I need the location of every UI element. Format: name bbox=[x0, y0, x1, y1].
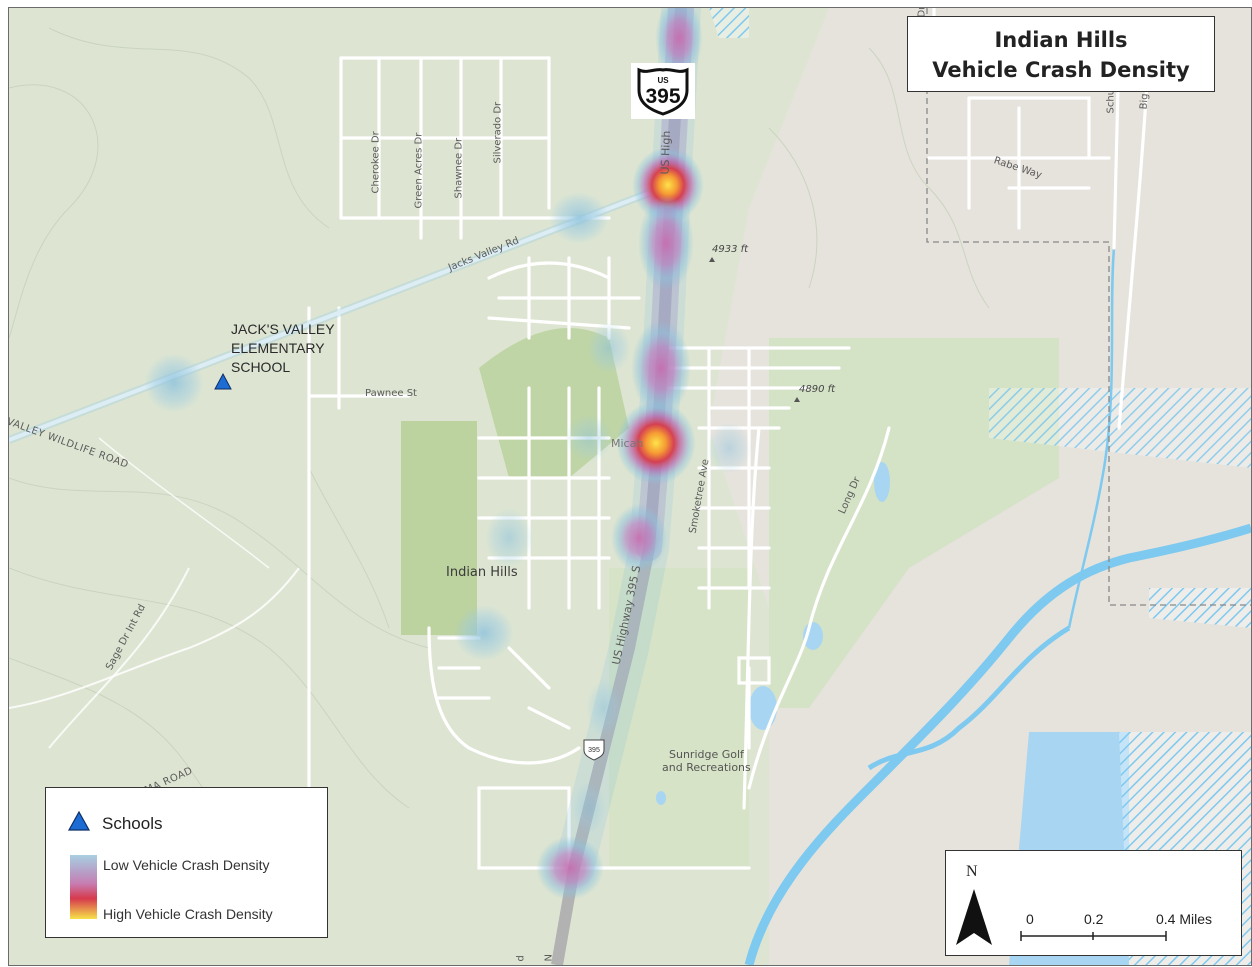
place-label-indian-hills: Indian Hills bbox=[446, 565, 518, 580]
place-label-golf-2: and Recreations bbox=[662, 761, 751, 774]
hotspot-central-upper bbox=[631, 320, 691, 416]
jacks-valley-road bbox=[9, 191, 650, 442]
park-area bbox=[401, 421, 477, 635]
road-label-silverado: Silverado Dr bbox=[492, 101, 504, 164]
shield-number: 395 bbox=[645, 85, 680, 108]
hotspot-south-junction bbox=[536, 836, 604, 900]
scale-north-box: N 0 0.2 0.4 Miles bbox=[945, 850, 1242, 956]
wetland-hatch-3 bbox=[709, 8, 749, 38]
hotspot-below-junction bbox=[638, 195, 694, 291]
legend-school-triangle-icon bbox=[67, 810, 91, 831]
jacks-valley-corridor bbox=[9, 189, 651, 444]
road-label-green-acres: Green Acres Dr bbox=[413, 132, 425, 209]
crash-density-hotspots bbox=[144, 8, 751, 900]
sage-dr bbox=[48, 567, 190, 749]
hotspot-greenbelt bbox=[587, 322, 631, 374]
city-boundary bbox=[926, 8, 1251, 606]
hotspot-central-east bbox=[707, 422, 751, 474]
road-label-cherokee: Cherokee Dr bbox=[370, 131, 382, 194]
legend: Schools Low Vehicle Crash Density High V… bbox=[45, 787, 328, 938]
legend-density-ramp bbox=[70, 855, 97, 919]
wetland-hatch-4 bbox=[1149, 588, 1251, 628]
road-label-edge-d: d bbox=[515, 955, 527, 962]
north-arrow-icon bbox=[956, 889, 992, 945]
scale-tick-04: 0.4 Miles bbox=[1156, 911, 1213, 927]
hotspot-west-residential bbox=[485, 508, 533, 568]
us-395-shield: US 395 bbox=[631, 63, 695, 119]
wma-road bbox=[9, 567, 300, 709]
hotspot-jacks-valley-west bbox=[144, 353, 204, 413]
school-label-line2: ELEMENTARY bbox=[231, 340, 325, 356]
title-line-1: Indian Hills bbox=[994, 28, 1128, 52]
scale-tick-0: 0 bbox=[1026, 911, 1034, 927]
scale-bar bbox=[1020, 931, 1167, 941]
hotspot-jacks-valley-mid bbox=[549, 192, 609, 244]
us-shield-icon: US 395 bbox=[637, 67, 689, 116]
hotspot-south-hwy-2 bbox=[573, 782, 605, 834]
small-us-395-shield-icon: 395 bbox=[583, 739, 605, 761]
creek bbox=[1067, 247, 1116, 629]
shield-top-text: US bbox=[657, 76, 669, 85]
hotspot-south-hwy bbox=[586, 680, 622, 736]
carson-river bbox=[744, 523, 1251, 965]
hotspot-micah bbox=[616, 401, 696, 485]
school-triangle-icon[interactable] bbox=[214, 372, 232, 390]
legend-schools-label: Schools bbox=[102, 814, 163, 833]
pond-4 bbox=[656, 791, 666, 805]
elevation-label-4933: 4933 ft bbox=[712, 244, 749, 255]
hotspot-central-west bbox=[565, 414, 613, 462]
road-label-edge-n: N bbox=[543, 954, 555, 962]
legend-low-label: Low Vehicle Crash Density bbox=[103, 857, 270, 873]
golf-area bbox=[609, 568, 749, 868]
pond-3 bbox=[874, 462, 890, 502]
river-branch bbox=[867, 625, 1071, 771]
legend-high-label: High Vehicle Crash Density bbox=[103, 906, 273, 922]
road-label-us-high: US High bbox=[658, 130, 674, 175]
school-label: JACK'S VALLEY ELEMENTARY SCHOOL bbox=[231, 320, 335, 377]
road-label-pawnee: Pawnee St bbox=[365, 388, 417, 399]
scale-tick-02: 0.2 bbox=[1084, 911, 1104, 927]
road-label-shawnee: Shawnee Dr bbox=[453, 137, 465, 199]
elevation-marker-icon bbox=[794, 397, 800, 402]
map-title-box: Indian Hills Vehicle Crash Density bbox=[907, 16, 1215, 92]
road-network bbox=[307, 8, 1151, 910]
elevation-label-4890: 4890 ft bbox=[799, 384, 836, 395]
title-line-2: Vehicle Crash Density bbox=[932, 58, 1190, 82]
pond-1 bbox=[749, 686, 777, 730]
dirt-road bbox=[98, 437, 270, 569]
place-label-micah: Micah bbox=[611, 437, 644, 450]
terrain-contours bbox=[9, 27, 990, 909]
school-label-line3: SCHOOL bbox=[231, 359, 291, 375]
elevation-marker-icon bbox=[709, 257, 715, 262]
school-label-line1: JACK'S VALLEY bbox=[231, 321, 335, 337]
hotspot-north-top bbox=[655, 8, 703, 78]
hotspot-south-central bbox=[611, 504, 667, 572]
small-shield-number: 395 bbox=[588, 747, 600, 754]
green-meadow bbox=[769, 338, 1059, 708]
road-label-big: Big bbox=[1138, 93, 1151, 110]
north-label: N bbox=[966, 863, 978, 880]
place-label-golf-1: Sunridge Golf bbox=[669, 748, 744, 761]
hotspot-indian-hills-west bbox=[454, 605, 514, 661]
